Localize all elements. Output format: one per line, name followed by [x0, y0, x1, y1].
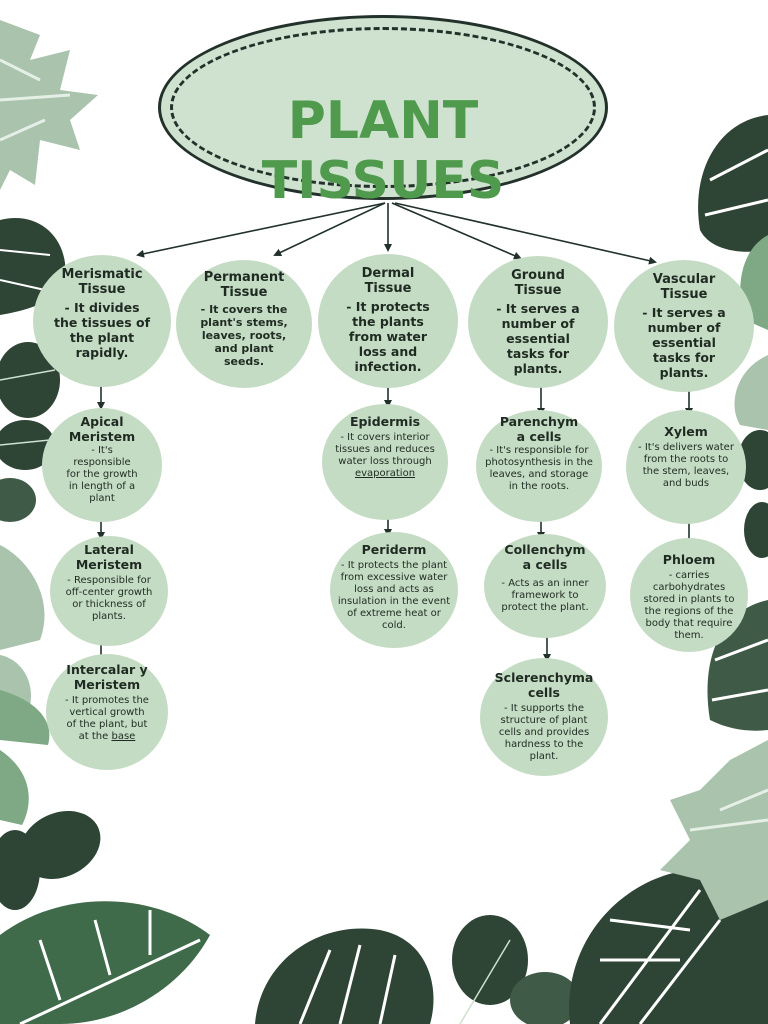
node-title: Merismatic Tissue [61, 267, 143, 297]
underlined-term: evaporation [354, 468, 416, 479]
node-description: - It protects the plant from excessive w… [337, 560, 451, 631]
node-apical-meristem: Apical Meristem - It's responsible for t… [42, 408, 162, 522]
node-ground-tissue: Ground Tissue - It serves a number of es… [468, 256, 608, 388]
page-title: PLANT TISSUES [261, 91, 505, 211]
node-title: Intercalar y Meristem [66, 662, 148, 692]
node-merismatic-tissue: Merismatic Tissue - It divides the tissu… [33, 255, 171, 387]
bottom-left-dark-leaves-icon [0, 810, 210, 1024]
node-description: - It protects the plants from water loss… [346, 299, 430, 374]
description-text: - It covers interior tissues and reduces… [335, 432, 435, 467]
title-oval: PLANT TISSUES [158, 15, 608, 211]
node-description: - It serves a number of essential tasks … [496, 301, 580, 376]
left-light-leaves-icon [0, 545, 50, 825]
node-lateral-meristem: Lateral Meristem - Responsible for off-c… [50, 536, 168, 646]
node-title: Ground Tissue [511, 268, 565, 298]
description-text: - It promotes the vertical growth of the… [65, 695, 149, 742]
node-periderm: Periderm - It protects the plant from ex… [330, 532, 458, 648]
node-title: Epidermis [349, 414, 421, 429]
arrow-title-to-ground [391, 202, 522, 260]
node-description: - carries carbohydrates stored in plants… [643, 570, 735, 641]
node-description: - It covers the plant's stems, leaves, r… [200, 303, 288, 368]
node-description: - It's responsible for photosynthesis in… [485, 445, 593, 492]
bottom-center-monstera-icon [255, 915, 580, 1024]
node-title: Sclerenchyma cells [494, 670, 594, 700]
node-description: - It covers interior tissues and reduces… [331, 432, 439, 480]
left-round-leaves-icon [0, 342, 60, 522]
arrow-title-to-permanent [273, 202, 386, 257]
underlined-term: base [111, 731, 136, 742]
node-title: Periderm [361, 542, 427, 557]
node-title: Xylem [664, 424, 708, 439]
node-vascular-tissue: Vascular Tissue - It serves a number of … [614, 260, 754, 392]
node-collenchyma-cells: Collenchym a cells - Acts as an inner fr… [484, 534, 606, 638]
node-xylem: Xylem - It's delivers water from the roo… [626, 410, 746, 524]
arrow-title-to-vascular [394, 202, 657, 265]
node-title: Lateral Meristem [75, 542, 143, 572]
node-description: - It divides the tissues of the plant ra… [53, 300, 151, 360]
node-title: Permanent Tissue [203, 270, 285, 300]
node-parenchyma-cells: Parenchym a cells - It's responsible for… [476, 410, 602, 522]
node-title: Collenchym a cells [504, 542, 586, 572]
node-description: - It promotes the vertical growth of the… [64, 695, 150, 743]
node-phloem: Phloem - carries carbohydrates stored in… [630, 538, 748, 652]
node-epidermis: Epidermis - It covers interior tissues a… [322, 404, 448, 520]
node-description: - It serves a number of essential tasks … [642, 305, 726, 380]
node-title: Vascular Tissue [652, 272, 716, 302]
node-description: - Responsible for off-center growth or t… [65, 575, 153, 622]
node-permanent-tissue: Permanent Tissue - It covers the plant's… [176, 260, 312, 388]
arrow-title-to-merismatic [136, 202, 386, 258]
node-description: - It's responsible for the growth in len… [66, 445, 138, 504]
node-title: Parenchym a cells [499, 414, 579, 444]
node-title: Phloem [662, 552, 716, 567]
node-description: - Acts as an inner framework to protect … [501, 578, 589, 613]
node-sclerenchyma-cells: Sclerenchyma cells - It supports the str… [480, 658, 608, 776]
node-dermal-tissue: Dermal Tissue - It protects the plants f… [318, 254, 458, 388]
node-intercalary-meristem: Intercalar y Meristem - It promotes the … [46, 654, 168, 770]
top-left-maple-leaf-icon [0, 20, 98, 190]
node-description: - It's delivers water from the roots to … [638, 442, 734, 489]
right-light-maple-leaf-icon [660, 740, 768, 920]
node-title: Apical Meristem [68, 414, 136, 444]
node-description: - It supports the structure of plant cel… [498, 703, 590, 762]
node-title: Dermal Tissue [361, 266, 415, 296]
